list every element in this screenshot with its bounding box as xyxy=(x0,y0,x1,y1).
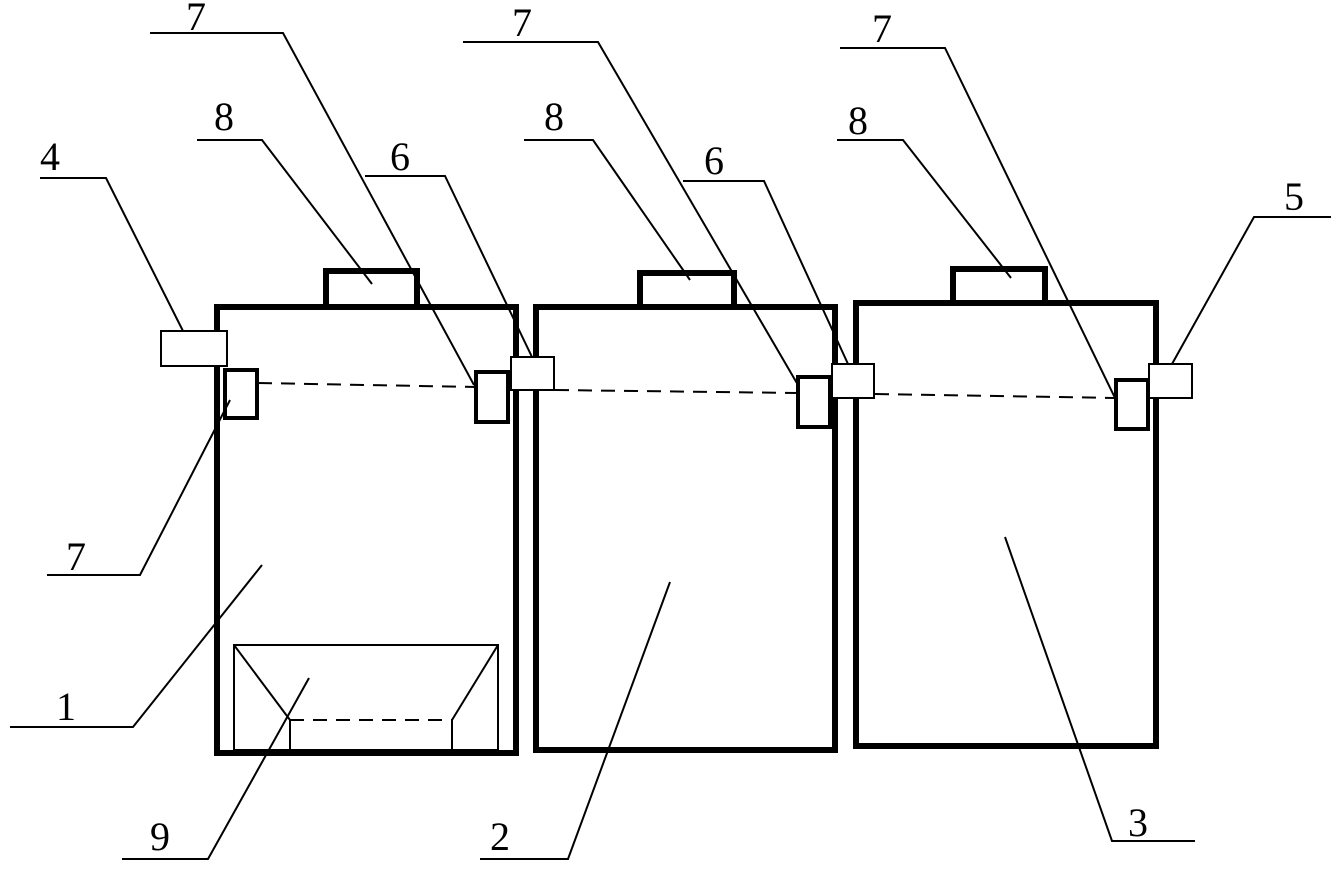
water-level-line-2 xyxy=(554,389,799,394)
leader-1 xyxy=(10,564,263,728)
tank-3 xyxy=(853,300,1159,749)
label-sensor-top-2: 7 xyxy=(512,0,532,45)
label-filter-basket: 9 xyxy=(150,814,170,859)
tank-2 xyxy=(533,304,838,753)
leader-3 xyxy=(1004,536,1195,842)
leader-8-tank-3 xyxy=(837,139,1012,279)
sensor-right-tank-1 xyxy=(474,370,510,424)
leader-9 xyxy=(122,677,310,860)
water-level-line-3 xyxy=(874,393,1117,399)
leader-7-top-tank-1 xyxy=(150,32,475,386)
inlet-pipe xyxy=(160,330,228,367)
label-sensor-top-1: 7 xyxy=(186,0,206,39)
filter-basket xyxy=(233,644,499,751)
connector-pipe-1-2 xyxy=(510,356,555,391)
label-sensor-top-3: 7 xyxy=(872,6,892,51)
leader-7-left-tank-1 xyxy=(47,399,231,576)
label-inlet-pipe: 4 xyxy=(40,134,60,179)
label-lid-2: 8 xyxy=(544,94,564,139)
leader-8-tank-2 xyxy=(524,139,691,281)
label-lid-3: 8 xyxy=(848,98,868,143)
outlet-pipe xyxy=(1148,363,1193,399)
leader-6-second xyxy=(683,180,849,365)
tank-1 xyxy=(214,304,519,756)
label-tank-3: 3 xyxy=(1128,800,1148,845)
label-lid-1: 8 xyxy=(214,94,234,139)
lid-1 xyxy=(323,268,420,310)
label-tank-1: 1 xyxy=(56,684,76,729)
connector-pipe-2-3 xyxy=(831,363,875,399)
leader-7-top-tank-2 xyxy=(463,41,799,386)
lid-3 xyxy=(950,266,1048,306)
leader-2 xyxy=(480,581,671,860)
lid-2 xyxy=(637,270,737,310)
label-connector-1-2: 6 xyxy=(390,134,410,179)
sensor-right-tank-2 xyxy=(796,375,832,429)
leader-5 xyxy=(1171,216,1331,365)
leader-6-first xyxy=(365,175,533,358)
water-level-line-1 xyxy=(257,382,477,388)
sensor-left-tank-1 xyxy=(223,368,259,420)
label-connector-2-3: 6 xyxy=(704,138,724,183)
label-tank-2: 2 xyxy=(490,814,510,859)
leader-7-top-tank-3 xyxy=(840,47,1117,401)
leader-4 xyxy=(40,177,184,332)
leader-8-tank-1 xyxy=(197,139,373,285)
label-sensor-left-1: 7 xyxy=(66,534,86,579)
sensor-right-tank-3 xyxy=(1114,378,1150,431)
label-outlet-pipe: 5 xyxy=(1284,174,1304,219)
